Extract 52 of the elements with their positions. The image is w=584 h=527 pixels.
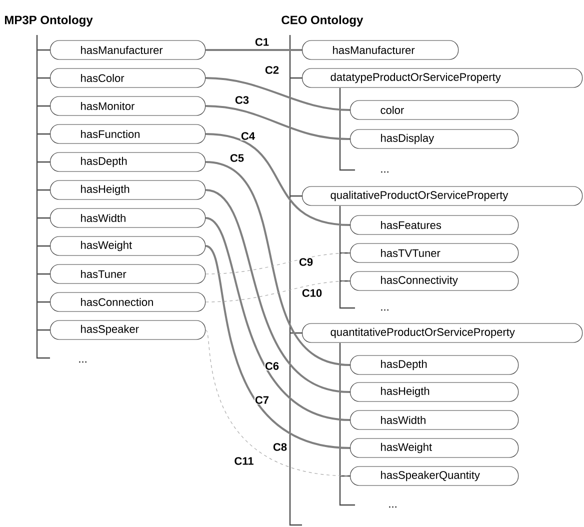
connector (206, 77, 350, 111)
ellipsis: ... (381, 309, 388, 311)
ellipsis: ... (389, 506, 396, 508)
connector (205, 161, 350, 366)
edge-label: C8 (272, 442, 288, 452)
edge-label: C10 (301, 288, 323, 298)
edge-label: C5 (229, 154, 245, 162)
property-box: hasManufacturer (50, 40, 206, 60)
edge-label: C3 (234, 96, 250, 104)
property-box: hasTuner (50, 264, 206, 284)
connector (206, 49, 302, 51)
property-box: hasWidth (50, 208, 206, 228)
property-box: hasFeatures (350, 215, 519, 235)
property-box: hasSpeakerQuantity (350, 466, 519, 486)
property-box: hasManufacturer (302, 40, 459, 60)
edge-label: C1 (254, 38, 270, 46)
property-box: datatypeProductOrServiceProperty (302, 68, 583, 88)
connector (206, 133, 350, 226)
property-box: hasColor (50, 68, 206, 88)
property-box: quantitativeProductOrServiceProperty (302, 323, 583, 343)
heading: MP3P Ontology (5, 15, 93, 27)
heading: CEO Ontology (282, 15, 364, 27)
connector (205, 217, 350, 421)
edge-label: C4 (240, 132, 256, 140)
property-box: color (350, 100, 519, 120)
property-box: hasConnection (50, 292, 206, 312)
property-box: hasWeight (350, 438, 519, 458)
edge-label: C9 (298, 258, 314, 266)
connector (205, 245, 350, 449)
edge-label: C6 (264, 362, 280, 370)
property-box: qualitativeProductOrServiceProperty (302, 186, 583, 206)
property-box: hasMonitor (50, 96, 206, 116)
property-box: hasDepth (50, 152, 206, 172)
edge-label: C7 (254, 396, 270, 404)
connector (205, 189, 350, 393)
property-box: hasSpeaker (50, 320, 206, 340)
property-box: hasWidth (350, 410, 519, 430)
property-box: hasConnectivity (350, 271, 519, 291)
connector (205, 280, 350, 302)
property-box: hasFunction (50, 124, 206, 144)
ellipsis: ... (381, 171, 388, 173)
property-box: hasHeigth (350, 382, 519, 402)
ellipsis: ... (79, 361, 86, 363)
connector (206, 105, 350, 140)
edge-label: C2 (264, 66, 280, 74)
property-box: hasDepth (350, 355, 519, 375)
edge-label: C11 (234, 456, 254, 466)
property-box: hasDisplay (350, 129, 519, 149)
property-box: hasWeight (50, 236, 206, 256)
connector (205, 252, 350, 274)
property-box: hasTVTuner (350, 243, 519, 263)
property-box: hasHeigth (50, 180, 206, 200)
